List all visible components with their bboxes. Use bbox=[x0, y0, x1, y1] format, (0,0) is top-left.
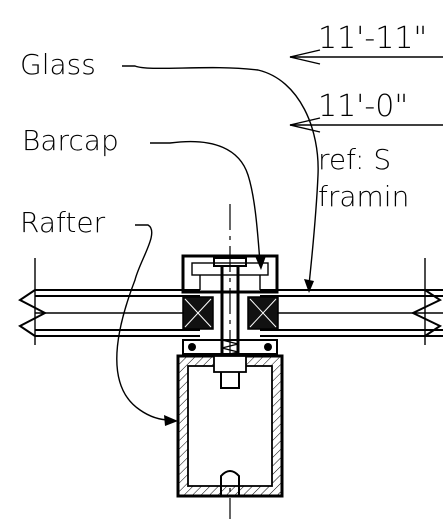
rafter-label: Rafter bbox=[20, 206, 106, 239]
dimension-bottom-text: 11'-0" bbox=[318, 89, 408, 124]
glass-label: Glass bbox=[20, 48, 96, 81]
barcap-leader bbox=[150, 140, 266, 270]
rafter-leader bbox=[116, 224, 178, 426]
reference-note-line-1: ref: S bbox=[318, 143, 391, 176]
rafter-tube bbox=[176, 354, 284, 498]
barcap-label: Barcap bbox=[22, 124, 119, 157]
glass-pane-right bbox=[260, 258, 443, 345]
glass-pane-left bbox=[18, 258, 200, 345]
dimension-line-top bbox=[289, 49, 443, 65]
glass-leader bbox=[122, 65, 319, 293]
gasket-left bbox=[182, 296, 214, 330]
barcap bbox=[181, 254, 279, 294]
dimension-top-text: 11'-11" bbox=[318, 21, 427, 56]
pressure-plate bbox=[182, 339, 278, 355]
reference-note-line-2: framin bbox=[318, 180, 409, 213]
gasket-right bbox=[247, 296, 279, 330]
